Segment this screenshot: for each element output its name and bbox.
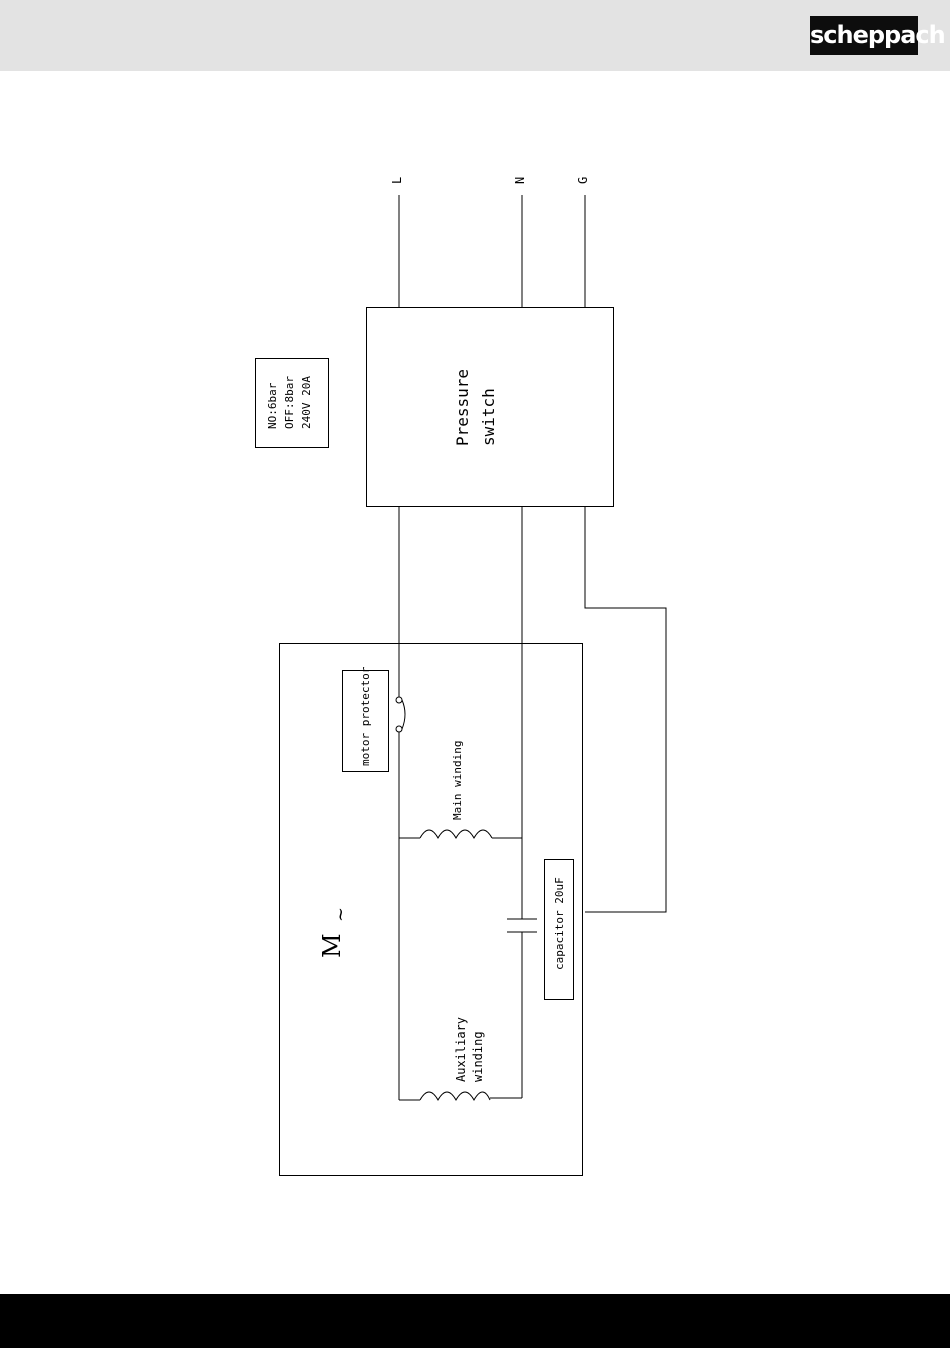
motor-protector-label: motor protector [359, 666, 372, 766]
page-footer [0, 1294, 950, 1348]
aux-winding-label-1: Auxiliary [454, 1017, 468, 1082]
aux-winding-label-2: winding [471, 1031, 485, 1082]
terminal-l-label: L [390, 177, 404, 184]
aux-winding-coil [420, 1092, 490, 1100]
motor-box [280, 644, 583, 1176]
motor-symbol: M [318, 933, 346, 958]
spec-line-3: 240V 20A [300, 376, 313, 429]
spec-line-1: NO:6bar [266, 382, 279, 429]
pressure-switch-label-2: switch [479, 388, 498, 446]
protector-contact-bottom [396, 726, 402, 732]
protector-switch-arc [402, 700, 405, 729]
terminal-n-label: N [513, 177, 527, 184]
wire-ground-loop [585, 507, 666, 912]
spec-line-2: OFF:8bar [283, 376, 296, 429]
protector-contact-top [396, 697, 402, 703]
motor-tilde: ~ [330, 907, 351, 922]
main-winding-label: Main winding [451, 741, 464, 820]
main-winding-coil [420, 830, 492, 838]
pressure-switch-label-1: Pressure [453, 369, 472, 446]
capacitor-label: capacitor 20uF [553, 877, 566, 970]
terminal-g-label: G [576, 177, 590, 184]
